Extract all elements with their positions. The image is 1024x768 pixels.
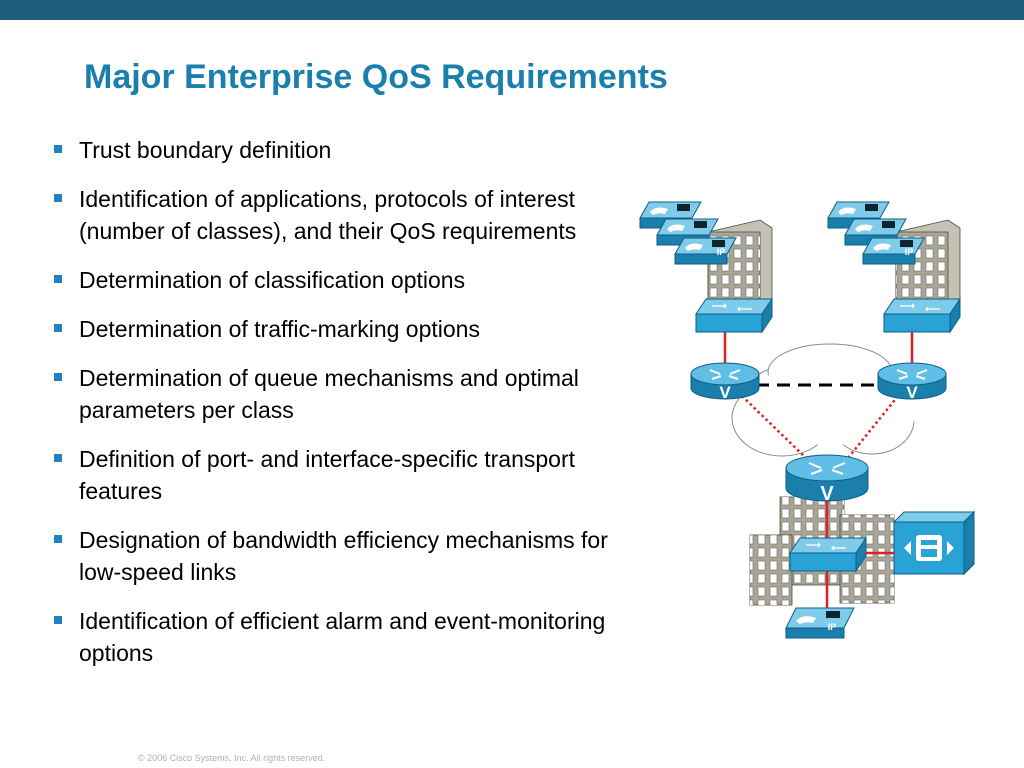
ip-label: IP (828, 622, 837, 632)
bullet-item: Determination of traffic-marking options (54, 313, 614, 345)
switch-icon (883, 297, 961, 334)
square-bullet-icon (54, 616, 62, 624)
ip-label: IP (905, 247, 914, 257)
ip-phone-icon: IP (862, 237, 925, 265)
call-manager-server-icon (892, 510, 975, 576)
ip-label: IP (717, 247, 726, 257)
square-bullet-icon (54, 145, 62, 153)
switch-icon (789, 536, 867, 573)
square-bullet-icon (54, 373, 62, 381)
square-bullet-icon (54, 275, 62, 283)
voice-router-icon: V (877, 362, 947, 402)
bullet-item: Determination of classification options (54, 264, 614, 296)
voice-label: V (719, 383, 731, 402)
bullet-item: Designation of bandwidth efficiency mech… (54, 524, 614, 588)
bullet-item: Trust boundary definition (54, 134, 614, 166)
square-bullet-icon (54, 454, 62, 462)
bullet-item: Determination of queue mechanisms and op… (54, 362, 614, 426)
square-bullet-icon (54, 535, 62, 543)
bullet-text: Designation of bandwidth efficiency mech… (79, 527, 608, 585)
ip-phone-icon: IP (674, 237, 737, 265)
square-bullet-icon (54, 324, 62, 332)
bullet-text: Definition of port- and interface-specif… (79, 446, 576, 504)
copyright-footer: © 2006 Cisco Systems, Inc. All rights re… (138, 753, 326, 763)
bullet-text: Determination of traffic-marking options (79, 316, 480, 342)
bullet-text: Determination of queue mechanisms and op… (79, 365, 579, 423)
network-diagram: V V V IP (639, 201, 975, 639)
bullet-text: Trust boundary definition (79, 137, 332, 163)
bullet-item: Identification of efficient alarm and ev… (54, 605, 614, 669)
switch-icon (695, 297, 773, 334)
bullet-item: Identification of applications, protocol… (54, 183, 614, 247)
bullet-item: Definition of port- and interface-specif… (54, 443, 614, 507)
ip-phone-icon: IP (785, 607, 855, 639)
bullet-text: Identification of applications, protocol… (79, 186, 577, 244)
top-bar (0, 0, 1024, 20)
voice-router-icon: V (785, 454, 869, 505)
voice-label: V (820, 483, 834, 505)
voice-router-icon: V (690, 362, 760, 402)
square-bullet-icon (54, 194, 62, 202)
slide-title: Major Enterprise QoS Requirements (84, 58, 668, 96)
bullet-text: Determination of classification options (79, 267, 466, 293)
bullet-text: Identification of efficient alarm and ev… (79, 608, 606, 666)
bullet-list: Trust boundary definition Identification… (54, 134, 614, 686)
voice-label: V (906, 383, 918, 402)
